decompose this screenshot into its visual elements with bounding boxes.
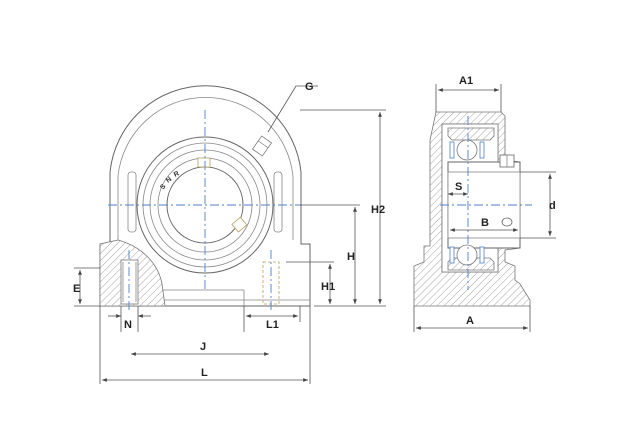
seal-bottom-left — [449, 246, 455, 264]
label-h: H — [347, 251, 355, 263]
bolt-hole-left — [120, 259, 139, 305]
label-b: B — [481, 217, 489, 229]
side-outer-ring-top — [447, 127, 495, 141]
ball-bottom — [456, 244, 478, 266]
label-j: J — [200, 341, 206, 353]
side-view — [413, 111, 532, 307]
label-l1: L1 — [266, 319, 279, 331]
label-a1: A1 — [459, 75, 473, 87]
seal-top-left — [449, 141, 455, 159]
side-lube-hole — [501, 217, 513, 227]
label-n: N — [124, 319, 132, 331]
label-h2: H2 — [371, 204, 385, 216]
brand-letter-r: R — [173, 170, 181, 178]
grub-screw-top — [197, 157, 211, 168]
side-dimensions: A1 A S B d — [413, 75, 556, 332]
label-s: S — [455, 181, 462, 193]
brand-letter-n: N — [165, 176, 173, 185]
g-leader-line — [267, 85, 318, 133]
side-pad-left — [127, 171, 137, 233]
grub-screw-right — [231, 216, 248, 233]
front-view: S N R — [99, 85, 311, 312]
label-e: E — [73, 283, 80, 295]
label-a: A — [466, 315, 474, 327]
side-pad-right — [273, 171, 283, 233]
front-dimensions: G H2 H H1 E N L1 J — [73, 81, 386, 384]
label-d: d — [549, 200, 556, 212]
label-l: L — [201, 367, 208, 379]
housing-inner-contour — [117, 97, 294, 240]
label-g: G — [305, 81, 314, 93]
brand-letter-s: S — [159, 183, 168, 191]
label-h1: H1 — [321, 281, 335, 293]
ball-top — [456, 139, 478, 161]
grease-nipple — [251, 135, 273, 157]
seal-top-right — [479, 141, 485, 159]
seal-bottom-right — [479, 246, 485, 264]
housing-outline — [99, 85, 311, 307]
